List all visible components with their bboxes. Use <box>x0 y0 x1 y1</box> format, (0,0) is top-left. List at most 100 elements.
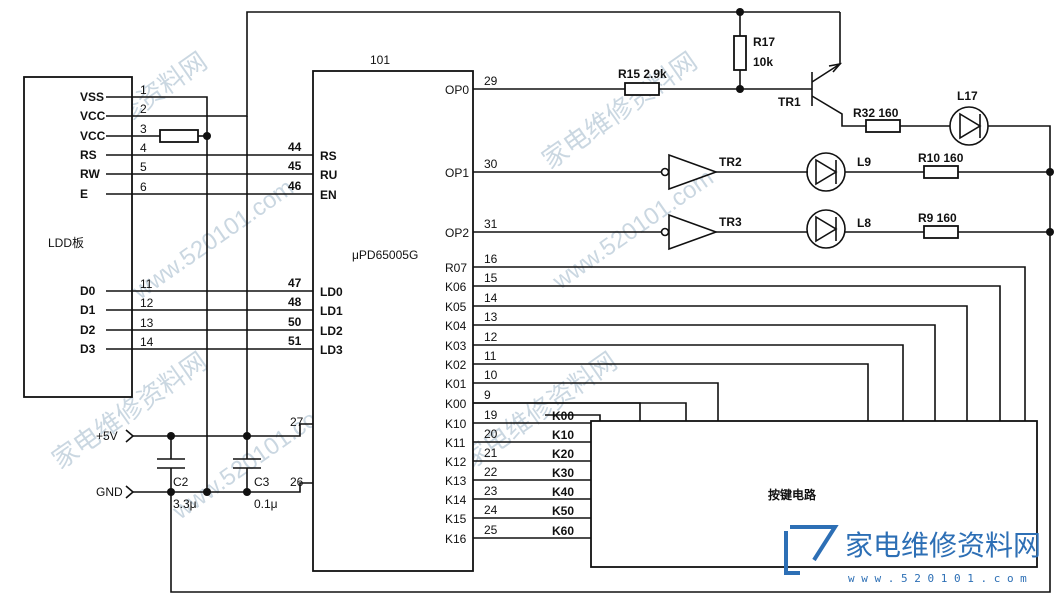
inverter-bubble <box>660 227 670 237</box>
plus5v-label: +5V <box>96 429 118 443</box>
ic-right-pin-name: K00 <box>445 397 467 411</box>
key-net-label: K30 <box>552 466 574 480</box>
ic-left-pin-name: RS <box>320 149 337 163</box>
ic-right-pin-name: K15 <box>445 512 467 526</box>
wire-key-row <box>473 363 869 421</box>
tr2-label: TR2 <box>719 155 742 169</box>
junction-dot <box>203 132 211 140</box>
resistor-r9 <box>923 225 959 239</box>
wire-gnd <box>133 482 313 493</box>
ic-right-pin-name: OP0 <box>445 83 469 97</box>
lcd-contrast-resistor <box>159 129 199 143</box>
ic-right-pin-name: K11 <box>445 436 466 450</box>
ic-left-pin-name: LD3 <box>320 343 343 357</box>
logo-mark-icon <box>784 525 839 575</box>
ic-left-pin-number: 46 <box>288 179 302 193</box>
ic-left-pin-name: LD0 <box>320 285 343 299</box>
lcd-pin-name: VSS <box>80 90 104 104</box>
ic-right-pin-number: 10 <box>484 368 498 382</box>
led-l9-symbol <box>815 158 838 186</box>
watermark-site: www.520101.com <box>547 164 718 295</box>
ic-right-pin-name: K13 <box>445 474 467 488</box>
key-net-label: K10 <box>552 428 574 442</box>
lcd-pin-number: 6 <box>140 180 147 194</box>
c2-label: C2 <box>173 475 189 489</box>
ic-right-pin-number: 24 <box>484 503 498 517</box>
ic-right-pin-number: 22 <box>484 465 498 479</box>
ic-right-pin-number: 23 <box>484 484 498 498</box>
capacitor-c2 <box>157 436 185 492</box>
lcd-pin-name: D1 <box>80 303 96 317</box>
lcd-pin-name: D2 <box>80 323 96 337</box>
logo-text-url: w w w . 5 2 0 1 0 1 . c o m <box>848 572 1027 585</box>
key-net-label: K50 <box>552 504 574 518</box>
r17-value: 10k <box>753 55 773 69</box>
ic-right-pin-number: 12 <box>484 330 498 344</box>
inverter-tr3 <box>668 213 719 251</box>
ic-left-pin-number: 47 <box>288 276 302 290</box>
junction-dot <box>1046 228 1054 236</box>
lcd-pin-number: 2 <box>140 102 147 116</box>
ic-right-pin-number: 29 <box>484 74 498 88</box>
lcd-pin-number: 12 <box>140 296 154 310</box>
tr1-emitter <box>811 12 841 83</box>
lcd-pin-number: 1 <box>140 83 147 97</box>
led-l17-symbol <box>959 112 982 140</box>
lcd-pin-number: 11 <box>140 277 153 291</box>
lcd-board-box <box>23 76 133 398</box>
wire-key-row <box>473 324 936 421</box>
ic-body <box>312 70 474 572</box>
resistor-r17 <box>733 35 747 71</box>
r15-label: R15 2.9k <box>618 67 667 81</box>
inverter-bubble <box>660 167 670 177</box>
inverter-tr2 <box>668 153 719 191</box>
op0-driver-section: R17 10k R15 2.9k TR1 R32 160 L17 <box>473 8 1051 232</box>
key-circuit-box <box>590 420 1038 568</box>
key-net-label: K00 <box>552 409 574 423</box>
tr1-emitter-arrow <box>828 62 843 73</box>
wire-key-row <box>473 285 1001 421</box>
tr1-label: TR1 <box>778 95 801 109</box>
led-l8 <box>806 209 846 249</box>
ic-right-pin-name: OP2 <box>445 226 469 240</box>
ic-left-pin-name: RU <box>320 168 337 182</box>
lcd-pin-number: 14 <box>140 335 154 349</box>
l9-label: L9 <box>857 155 871 169</box>
r17-label: R17 <box>753 35 775 49</box>
wire-vcc-top-rail <box>132 11 840 117</box>
led-l17 <box>949 106 989 146</box>
wire-plus5v <box>133 423 313 437</box>
ic-title: 101 <box>370 53 390 67</box>
wire-l17-return <box>988 125 1051 232</box>
wire-key-bus <box>545 414 601 421</box>
lcd-pin-number: 4 <box>140 141 147 155</box>
ic-right-pin-number: 13 <box>484 310 498 324</box>
watermark-cn: 家电维修资料网 <box>536 46 702 175</box>
c3-label: C3 <box>254 475 270 489</box>
key-circuit-label: 按键电路 <box>768 487 817 502</box>
junction-dot <box>1046 168 1054 176</box>
ic-right-pin-name: K01 <box>445 377 467 391</box>
lcd-pin-number: 3 <box>140 122 147 136</box>
wire-key-row <box>473 305 968 421</box>
resistor-r32 <box>865 119 901 133</box>
wire-key-row <box>473 402 641 421</box>
logo-text-cn: 家电维修资料网 <box>845 529 1041 562</box>
ic-right-pin-number: 16 <box>484 252 498 266</box>
ic-right-pin-name: K16 <box>445 532 467 546</box>
ic-right-pin-number: 15 <box>484 271 498 285</box>
ic-left-pin-number: 44 <box>288 140 302 154</box>
ic-right-pin-number: 25 <box>484 523 498 537</box>
capacitor-c3 <box>233 116 261 492</box>
site-logo: 家电维修资料网 w w w . 5 2 0 1 0 1 . c o m <box>784 525 1041 585</box>
lcd-pin-name: D0 <box>80 284 96 298</box>
plus5v-arrow <box>125 429 135 443</box>
ic-right-pin-name: K02 <box>445 358 467 372</box>
c2-value: 3.3μ <box>173 497 197 511</box>
l8-label: L8 <box>857 216 871 230</box>
c3-value: 0.1μ <box>254 497 278 511</box>
ic-right-pin-name: K04 <box>445 319 467 333</box>
